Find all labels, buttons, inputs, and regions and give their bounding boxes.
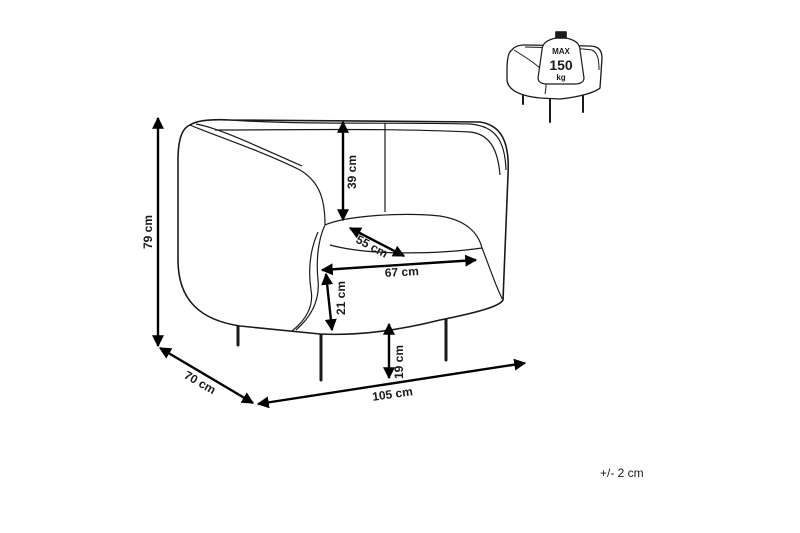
label-width: 105 cm	[371, 384, 413, 404]
chair-body	[177, 118, 510, 336]
dimension-lines	[152, 116, 527, 409]
max-load-icon: MAX 150 kg	[506, 31, 603, 123]
dim-line-depth	[158, 346, 255, 405]
max-load-unit: kg	[556, 73, 565, 82]
max-load-label: MAX	[552, 47, 570, 56]
label-back-height: 39 cm	[345, 155, 359, 189]
dim-line-seat-depth	[348, 226, 406, 258]
dim-line-seat-width	[320, 254, 478, 276]
label-height-total: 79 cm	[141, 215, 155, 249]
tolerance-note: +/- 2 cm	[600, 466, 644, 480]
max-load-value: 150	[549, 57, 573, 73]
dim-line-seat-height	[321, 272, 337, 332]
label-seat-width: 67 cm	[384, 264, 419, 280]
label-leg-height: 19 cm	[392, 345, 406, 379]
label-seat-height: 21 cm	[334, 281, 348, 315]
dim-line-width	[256, 358, 527, 409]
